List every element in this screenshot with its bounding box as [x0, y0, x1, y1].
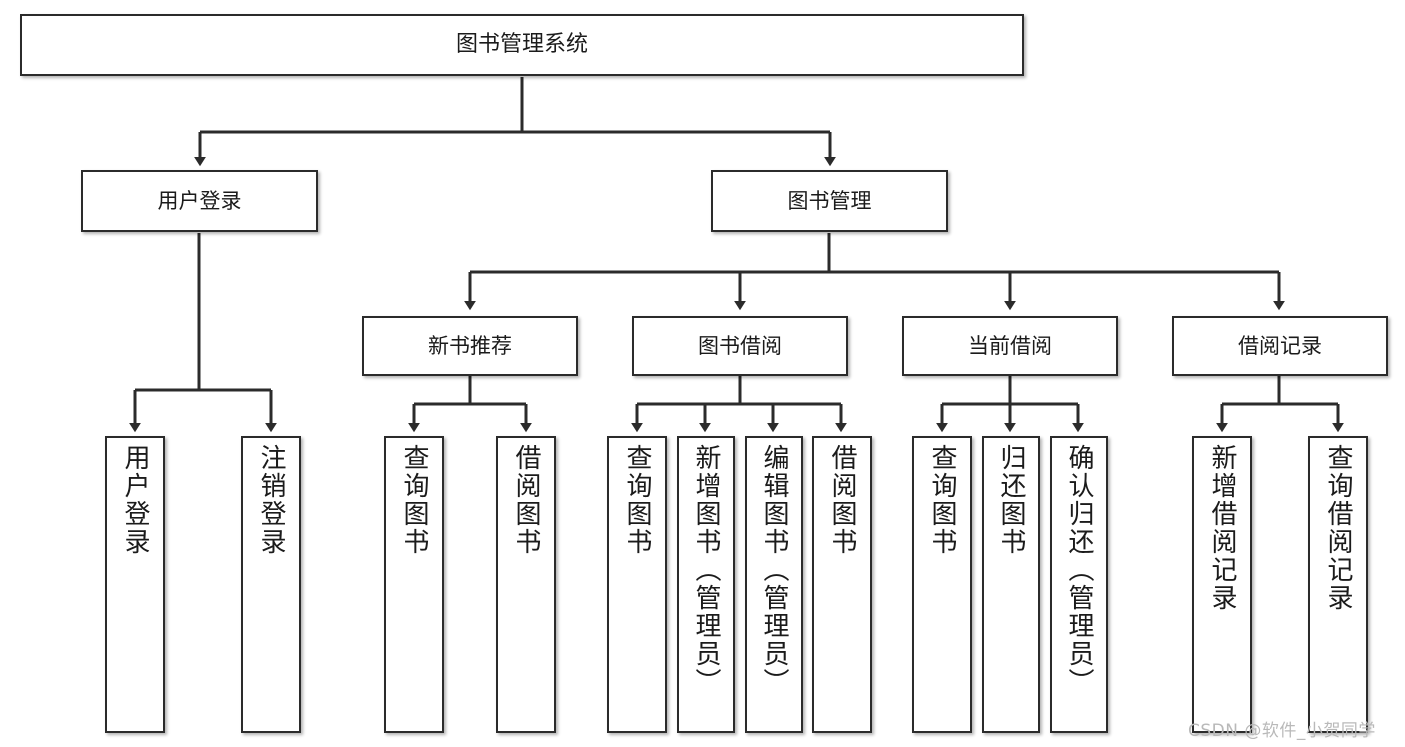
- node-label: 注销登录: [256, 444, 286, 556]
- leaf-current-query-book[interactable]: 查询图书: [912, 436, 972, 733]
- node-label: 新书推荐: [428, 333, 512, 358]
- leaf-record-query[interactable]: 查询借阅记录: [1308, 436, 1368, 733]
- node-label: 借阅图书: [827, 444, 857, 556]
- node-label: 查询图书: [399, 444, 429, 556]
- leaf-borrow-edit-book-admin[interactable]: 编辑图书（管理员）: [745, 436, 803, 733]
- leaf-borrow-query-book[interactable]: 查询图书: [607, 436, 667, 733]
- leaf-user-login[interactable]: 用户登录: [105, 436, 165, 733]
- leaf-logout[interactable]: 注销登录: [241, 436, 301, 733]
- node-book-management[interactable]: 图书管理: [711, 170, 948, 232]
- node-label: 图书管理: [787, 188, 872, 213]
- node-new-book-recommend[interactable]: 新书推荐: [362, 316, 578, 376]
- node-current-borrow[interactable]: 当前借阅: [902, 316, 1118, 376]
- node-label: 查询图书: [622, 444, 652, 556]
- node-label: 新增图书（管理员）: [691, 444, 721, 696]
- node-label: 查询借阅记录: [1323, 444, 1353, 612]
- node-label: 用户登录: [157, 188, 242, 213]
- node-label: 图书借阅: [698, 333, 782, 358]
- node-label: 新增借阅记录: [1207, 444, 1237, 612]
- node-label: 归还图书: [996, 444, 1026, 556]
- leaf-recommend-borrow-book[interactable]: 借阅图书: [496, 436, 556, 733]
- node-label: 当前借阅: [968, 333, 1052, 358]
- node-root-system[interactable]: 图书管理系统: [20, 14, 1024, 76]
- leaf-record-add[interactable]: 新增借阅记录: [1192, 436, 1252, 733]
- node-book-borrow[interactable]: 图书借阅: [632, 316, 848, 376]
- node-label: 查询图书: [927, 444, 957, 556]
- node-user-login[interactable]: 用户登录: [81, 170, 318, 232]
- leaf-current-return-book[interactable]: 归还图书: [982, 436, 1040, 733]
- leaf-recommend-query-book[interactable]: 查询图书: [384, 436, 444, 733]
- leaf-borrow-borrow-book[interactable]: 借阅图书: [812, 436, 872, 733]
- node-label: 借阅记录: [1238, 333, 1322, 358]
- node-label: 确认归还（管理员）: [1064, 444, 1094, 696]
- node-label: 编辑图书（管理员）: [759, 444, 789, 696]
- node-label: 借阅图书: [511, 444, 541, 556]
- node-label: 图书管理系统: [455, 32, 588, 58]
- leaf-current-confirm-return-admin[interactable]: 确认归还（管理员）: [1050, 436, 1108, 733]
- leaf-borrow-add-book-admin[interactable]: 新增图书（管理员）: [677, 436, 735, 733]
- csdn-watermark: CSDN @软件_小贺同学: [1188, 721, 1376, 741]
- node-borrow-record[interactable]: 借阅记录: [1172, 316, 1388, 376]
- node-label: 用户登录: [120, 444, 150, 556]
